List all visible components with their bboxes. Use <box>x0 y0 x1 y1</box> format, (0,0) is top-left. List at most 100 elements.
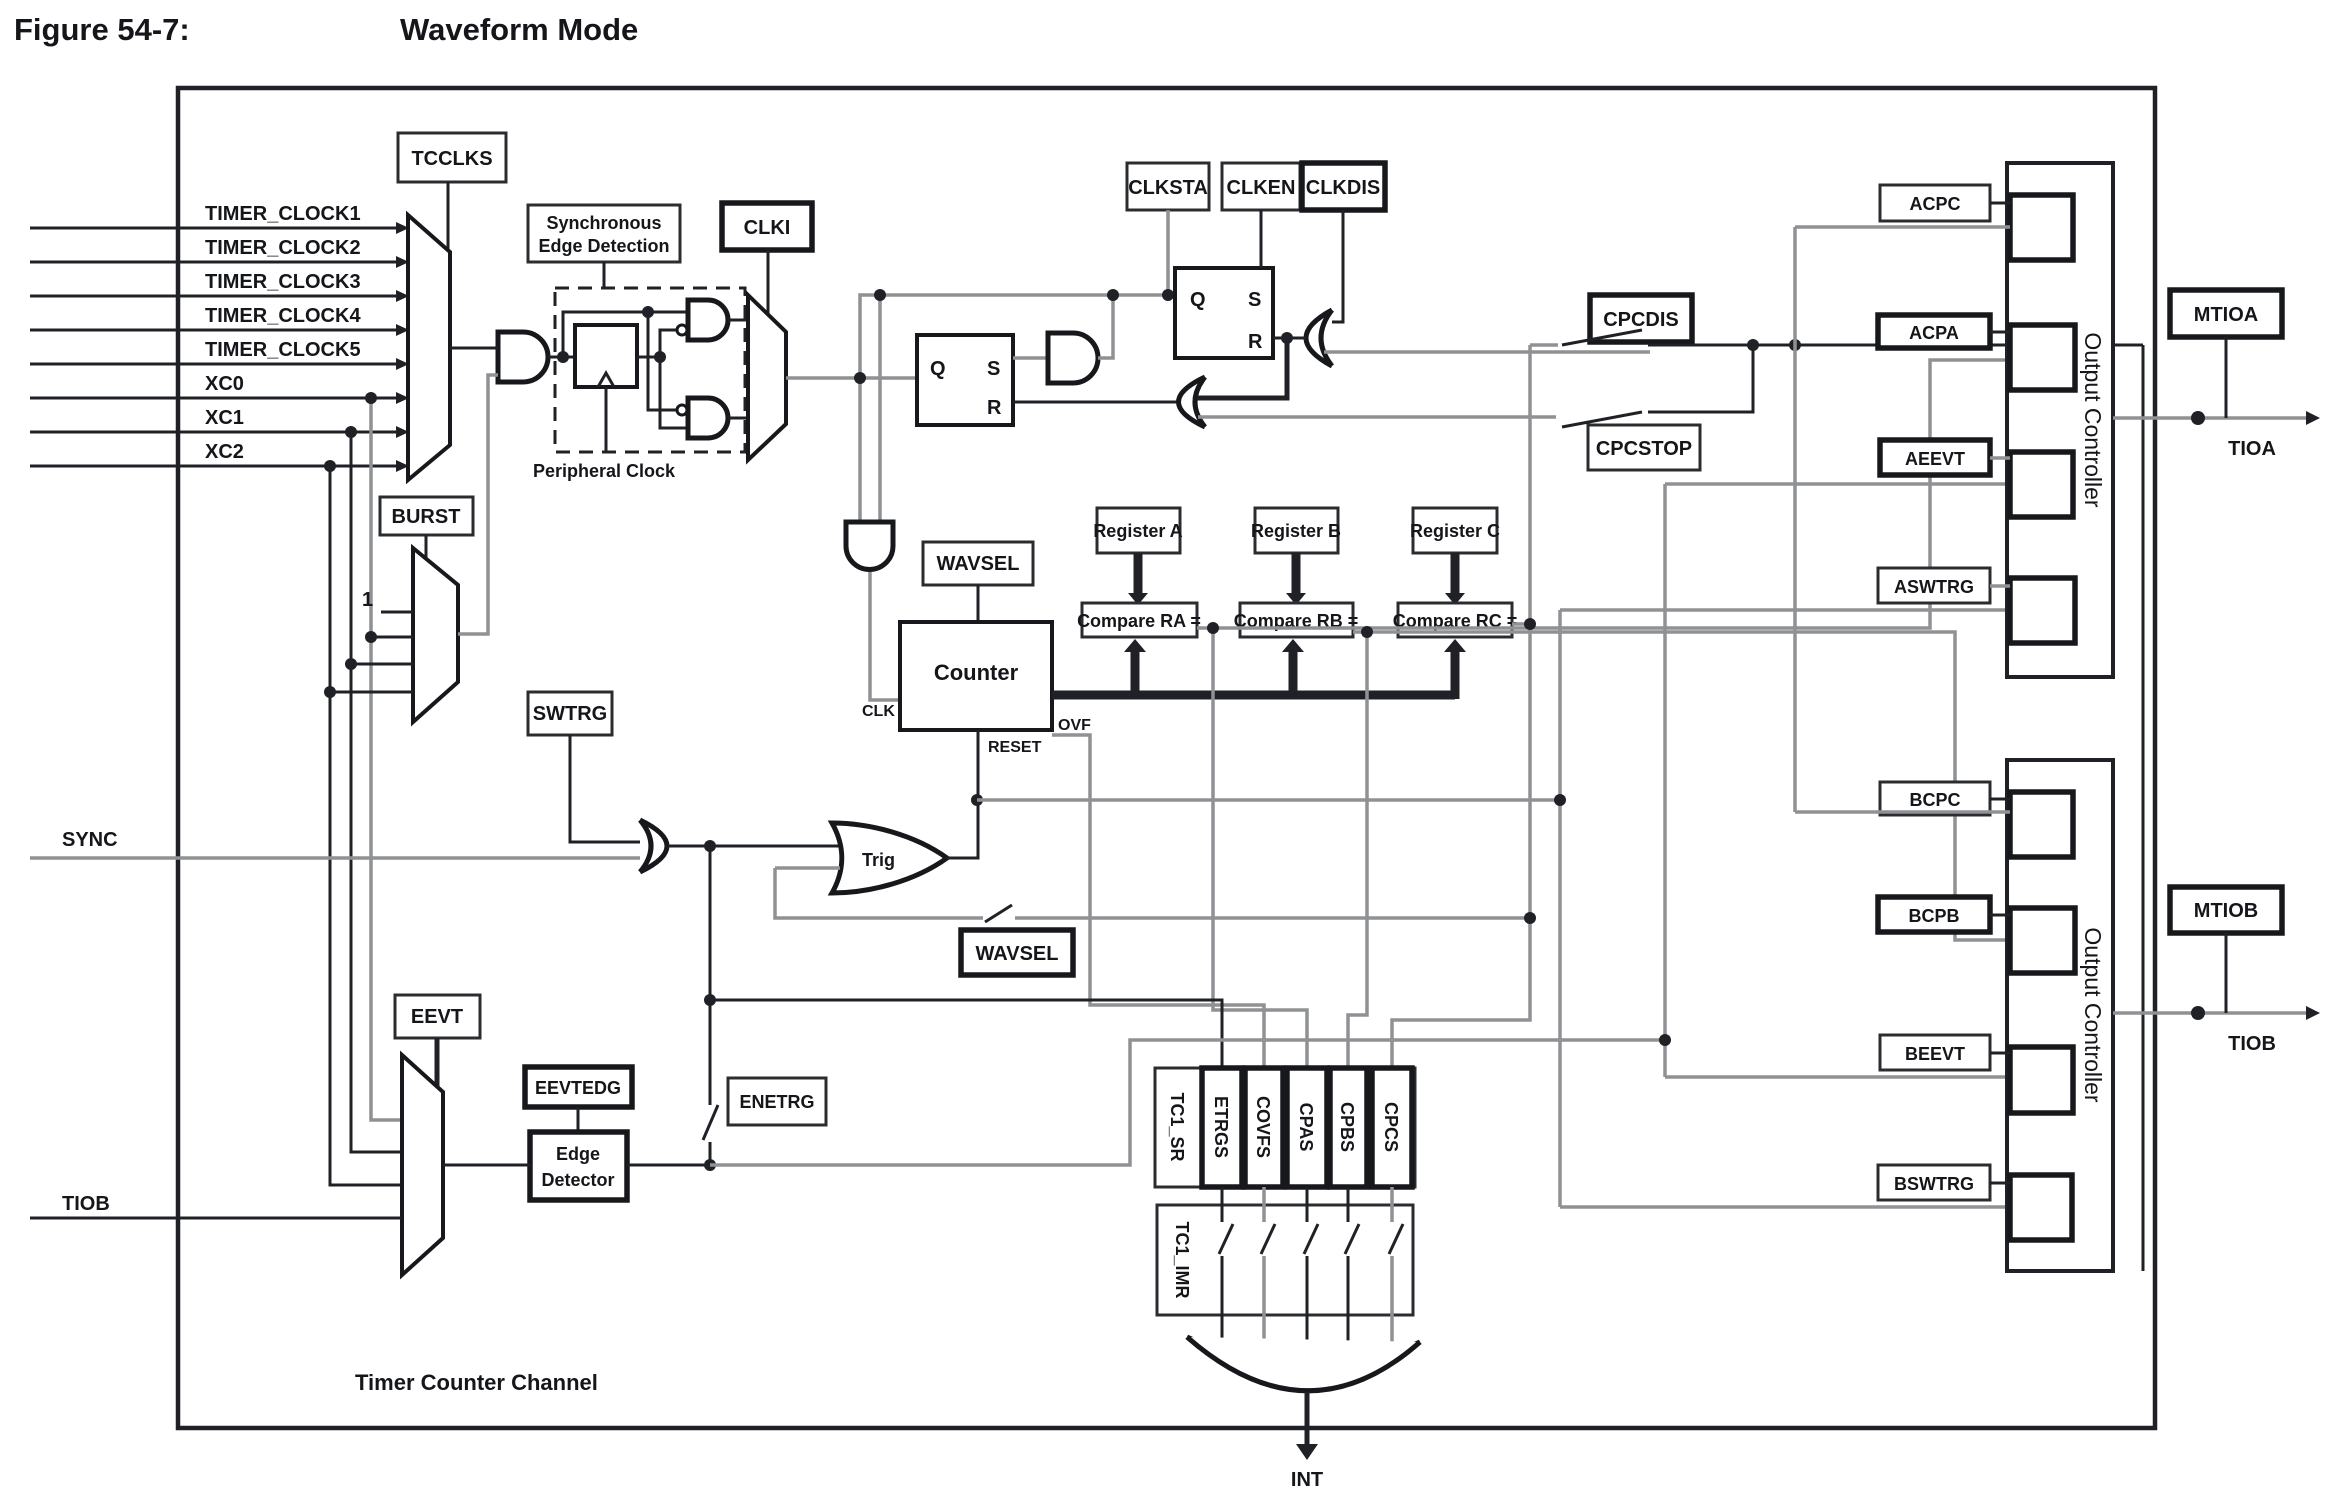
compare-ra-box <box>1080 601 1199 639</box>
swtrg-box <box>526 690 614 737</box>
flipflop-clock-mark <box>596 369 616 388</box>
channel-boundary <box>175 85 2158 1431</box>
clki-box <box>719 200 815 253</box>
clken-label: CLKEN <box>1227 177 1296 199</box>
clki-label: CLKI <box>744 217 791 239</box>
external-event-group: EEVT TIOB EEVTEDG Edge Detector <box>30 482 2010 1280</box>
trigger-group: SWTRG SYNC Trig WAVSEL ENETRG <box>30 608 2010 1209</box>
oc-a-cell-1 <box>2007 192 2076 263</box>
tc1-sr-label: TC1_SR <box>1167 1092 1187 1161</box>
cpcdis-box <box>1587 292 1695 345</box>
counter-group: WAVSEL Counter CLK RESET OVF <box>843 519 1091 756</box>
figure-label: Figure 54-7: <box>14 12 190 47</box>
clock-burst-and-gate <box>495 329 551 385</box>
wavsel2-box <box>958 927 1076 978</box>
tiob-in-label: TIOB <box>62 1193 110 1215</box>
input-label-timer-clock5: TIMER_CLOCK5 <box>205 339 361 361</box>
sync-edge-detection-group: Synchronous Edge Detection Peripheral Cl… <box>526 203 748 481</box>
register-a-label: Register A <box>1093 521 1182 541</box>
oc-b-cell-3 <box>2007 1044 2076 1116</box>
oc-a-cell-4 <box>2007 575 2078 646</box>
ff1-q: Q <box>930 358 946 380</box>
tioa-label: TIOA <box>2228 438 2276 460</box>
reset-label: RESET <box>988 739 1042 756</box>
tc1-imr-box <box>1155 1203 1415 1317</box>
enetrg-label: ENETRG <box>739 1092 814 1112</box>
wavsel-label: WAVSEL <box>937 553 1020 575</box>
cpcstop-label: CPCSTOP <box>1596 438 1692 460</box>
input-label-timer-clock2: TIMER_CLOCK2 <box>205 237 361 259</box>
bcpb-label: BCPB <box>1908 906 1959 926</box>
cpas-box <box>1284 1065 1330 1190</box>
swtrg-label: SWTRG <box>533 703 607 725</box>
compare-rb-box <box>1238 601 1355 639</box>
clock-input-lines: TIMER_CLOCK1 TIMER_CLOCK2 TIMER_CLOCK3 T… <box>30 203 409 472</box>
aeevt-label: AEEVT <box>1905 449 1965 469</box>
tcclks-box <box>396 131 508 184</box>
burst-box <box>378 495 475 537</box>
counter-label: Counter <box>934 660 1019 685</box>
compare-rb-label: Compare RB = <box>1234 611 1359 631</box>
figure-title: Waveform Mode <box>400 12 638 47</box>
covfs-box <box>1242 1065 1286 1190</box>
enetrg-box <box>726 1076 828 1127</box>
aswtrg-box <box>1876 566 1992 605</box>
clksta-label: CLKSTA <box>1128 177 1208 199</box>
ff2-r: R <box>1248 331 1263 353</box>
tc1-imr-label: TC1_IMR <box>1172 1221 1192 1298</box>
inverter-bubble-bottom <box>675 403 689 417</box>
cpbs-label: CPBS <box>1337 1102 1357 1152</box>
burst-one-label: 1 <box>362 589 373 611</box>
wavsel2-label: WAVSEL <box>976 943 1059 965</box>
tcclks-mux-group: TCCLKS <box>396 131 508 485</box>
mtioa-box <box>2167 287 2285 340</box>
clki-mux-group: CLKI <box>719 200 815 465</box>
cpbs-box <box>1327 1065 1370 1190</box>
compare-rc-label: Compare RC = <box>1393 611 1518 631</box>
trigger-flipflop-group: Q S R <box>915 289 1178 427</box>
clock-routing <box>786 289 1175 522</box>
peripheral-clock-label: Peripheral Clock <box>533 461 676 481</box>
output-controller-b-group: Output Controller BCPC BCPB BEEVT BSWTRG… <box>1795 758 2320 1273</box>
acpa-box <box>1875 312 1993 351</box>
bswtrg-label: BSWTRG <box>1894 1174 1974 1194</box>
cpas-label: CPAS <box>1296 1103 1316 1152</box>
input-label-timer-clock1: TIMER_CLOCK1 <box>205 203 361 225</box>
sync-label: SYNC <box>62 829 118 851</box>
edge-detector-label-1: Edge <box>556 1144 600 1164</box>
input-label-xc1: XC1 <box>205 407 244 429</box>
oc-a-cell-3 <box>2007 449 2076 520</box>
ff2-s: S <box>1248 289 1261 311</box>
sync-edge-detection-box <box>526 203 682 264</box>
covfs-label: COVFS <box>1253 1096 1273 1158</box>
ff1-r: R <box>987 397 1002 419</box>
input-label-timer-clock4: TIMER_CLOCK4 <box>205 305 361 327</box>
edge-detector-box <box>527 1129 630 1203</box>
edge-detection-dashed-box <box>553 286 747 454</box>
wavsel-box <box>921 540 1035 587</box>
eevtedg-box <box>522 1064 635 1110</box>
oc-b-cell-4 <box>2007 1172 2075 1243</box>
eevtedg-label: EEVTEDG <box>535 1078 621 1098</box>
acpa-label: ACPA <box>1909 323 1959 343</box>
mtiob-box <box>2167 884 2285 936</box>
clk-label: CLK <box>862 703 895 720</box>
burst-label: BURST <box>392 506 461 528</box>
int-label: INT <box>1291 1469 1323 1491</box>
compare-group: Register A Register B Register C Compare… <box>1052 506 1518 700</box>
timer-counter-channel-label: Timer Counter Channel <box>355 1370 598 1395</box>
fall-edge-and-gate <box>685 395 731 441</box>
wavsel-switch <box>984 903 1013 924</box>
ovf-label: OVF <box>1058 717 1091 734</box>
tiob-out-label: TIOB <box>2228 1033 2276 1055</box>
trig-or-gate <box>827 820 952 896</box>
compare-routing <box>1052 345 2010 1068</box>
eevt-label: EEVT <box>411 1006 463 1028</box>
burst-mux <box>411 543 460 727</box>
flipflop1-box <box>915 333 1015 427</box>
input-label-xc2: XC2 <box>205 441 244 463</box>
register-c-box <box>1411 506 1499 555</box>
cpcstop-box <box>1586 423 1702 472</box>
